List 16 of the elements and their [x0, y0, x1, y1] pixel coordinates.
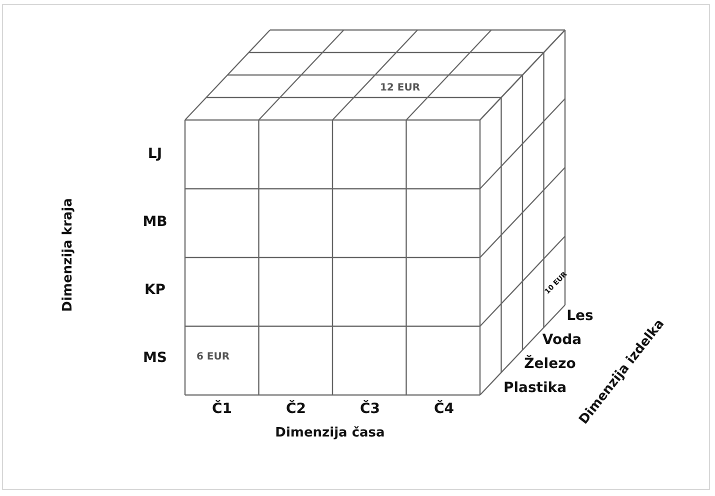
depth-label: Voda — [542, 332, 582, 348]
row-label: MB — [142, 214, 168, 230]
depth-label: Les — [566, 308, 594, 324]
depth-label: Plastika — [503, 380, 567, 396]
column-label: Č1 — [212, 401, 232, 417]
axis-title: Dimenzija kraja — [60, 198, 76, 312]
axis-title: Dimenzija časa — [275, 426, 385, 440]
value-label: 6 EUR — [196, 352, 230, 362]
row-label: KP — [144, 282, 166, 298]
column-label: Č2 — [286, 401, 306, 417]
column-label: Č3 — [360, 401, 380, 417]
column-label: Č4 — [434, 401, 454, 417]
depth-label: Železo — [524, 356, 576, 372]
value-label: 12 EUR — [380, 82, 420, 94]
row-label: MS — [143, 350, 167, 366]
row-label: LJ — [148, 146, 162, 162]
